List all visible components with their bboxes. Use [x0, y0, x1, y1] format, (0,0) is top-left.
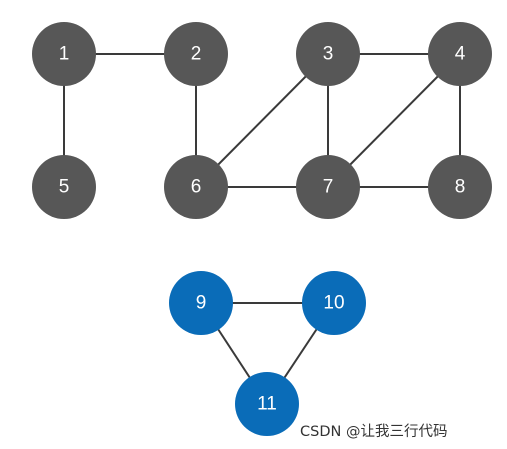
node-10-circle [302, 271, 366, 335]
node-1-circle [32, 22, 96, 86]
node-11: 11 [235, 372, 299, 436]
node-11-label: 11 [257, 394, 277, 415]
edges-layer [63, 53, 461, 405]
node-6-label: 6 [191, 177, 202, 198]
node-3: 3 [296, 22, 360, 86]
node-4: 4 [428, 22, 492, 86]
node-2-label: 2 [191, 44, 202, 65]
nodes-layer: 1 2 3 4 5 6 7 8 9 10 11 [32, 22, 492, 436]
node-5-label: 5 [59, 177, 70, 198]
node-7: 7 [296, 155, 360, 219]
watermark-text: CSDN @让我三行代码 [300, 424, 448, 440]
node-11-circle [235, 372, 299, 436]
node-7-circle [296, 155, 360, 219]
node-3-label: 3 [323, 44, 334, 65]
node-6: 6 [164, 155, 228, 219]
node-8-circle [428, 155, 492, 219]
node-9-circle [169, 271, 233, 335]
node-1: 1 [32, 22, 96, 86]
node-1-label: 1 [59, 44, 70, 65]
node-9: 9 [169, 271, 233, 335]
node-8: 8 [428, 155, 492, 219]
node-5: 5 [32, 155, 96, 219]
node-7-label: 7 [323, 177, 334, 198]
node-8-label: 8 [455, 177, 466, 198]
node-3-circle [296, 22, 360, 86]
node-6-circle [164, 155, 228, 219]
node-10: 10 [302, 271, 366, 335]
node-4-label: 4 [455, 44, 466, 65]
node-10-label: 10 [323, 293, 344, 314]
node-4-circle [428, 22, 492, 86]
node-2: 2 [164, 22, 228, 86]
node-9-label: 9 [196, 293, 207, 314]
node-5-circle [32, 155, 96, 219]
node-2-circle [164, 22, 228, 86]
